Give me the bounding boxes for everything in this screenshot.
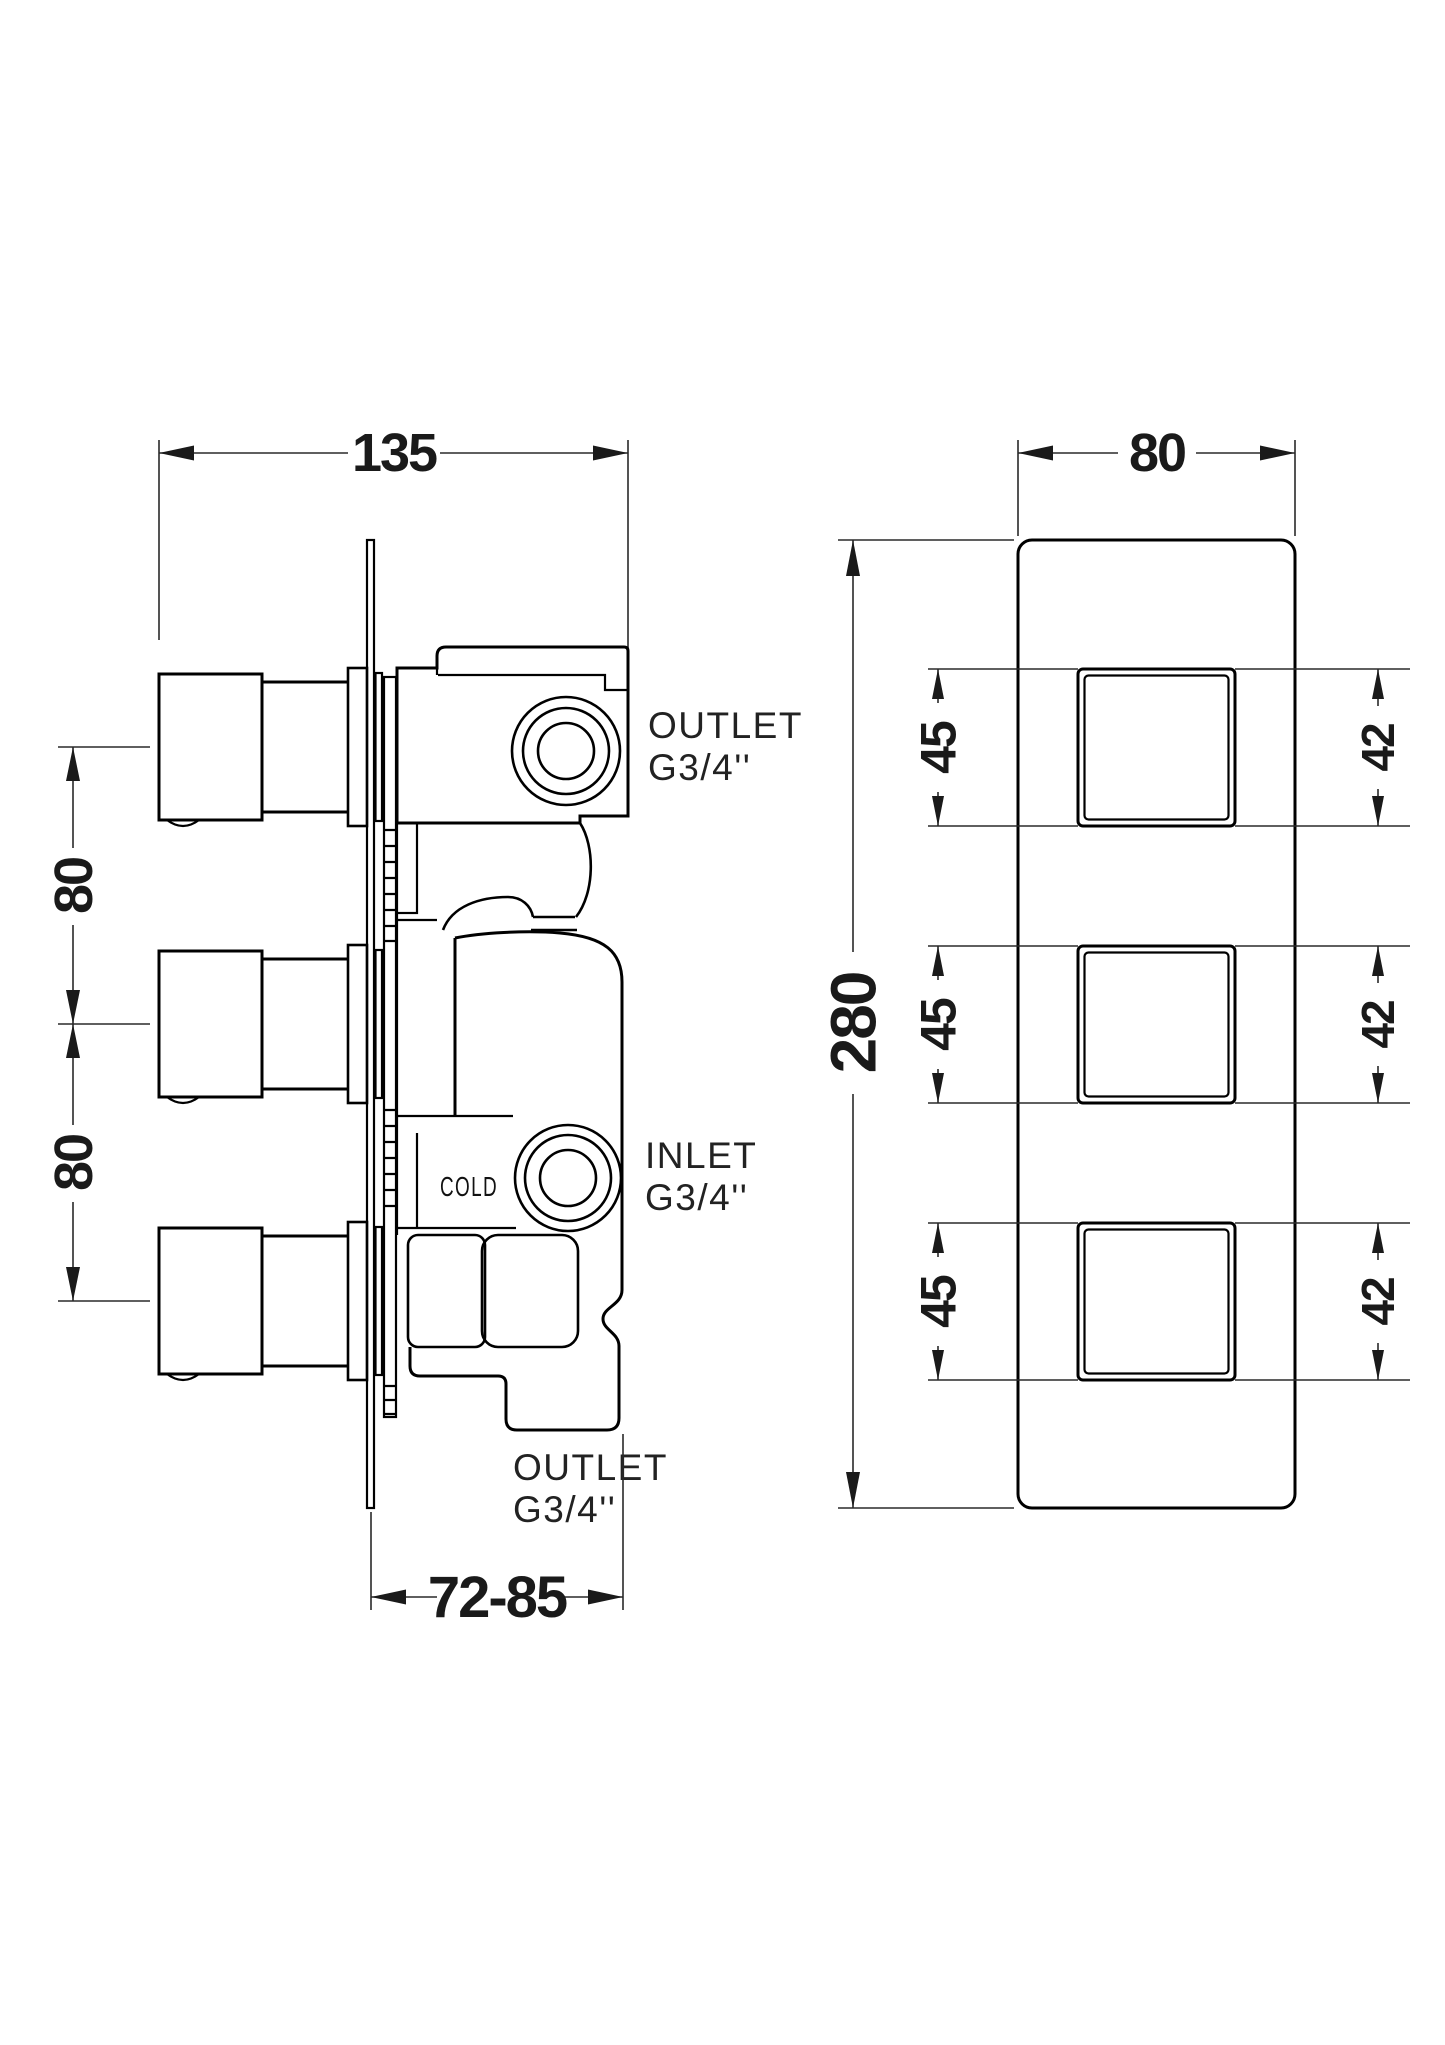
handle-2-flange (346, 943, 369, 1105)
front-view: 80 45 45 45 (817, 423, 1410, 1510)
cartridge-housing-right (480, 1233, 580, 1349)
threaded-rod-ridges (384, 828, 396, 1416)
inlet-port (513, 1123, 623, 1233)
square-handle-2-inner (1083, 951, 1230, 1098)
body-dome-neck (441, 895, 577, 932)
upper-body-step-lines (435, 668, 628, 692)
dim-135-extension-lines (158, 440, 629, 652)
square-handle-2 (1076, 944, 1237, 1105)
handle-1-detail-arc (166, 819, 200, 828)
dim-80-panel-extension-lines (1017, 440, 1296, 536)
dim-280-arrow-bottom (846, 1472, 860, 1508)
inlet-block-lines (397, 1114, 516, 1230)
dim-72-85-label: 72-85 (428, 1565, 567, 1630)
face-plate (1016, 538, 1297, 1510)
square-handle-2-outer (1076, 944, 1237, 1105)
body-right-bulge (574, 822, 593, 918)
mid-lower-body-outline (408, 930, 624, 1432)
dim-280-extension-lines (838, 539, 1014, 1509)
outlet-port-top (510, 695, 622, 807)
threaded-rod (382, 675, 398, 1419)
dim-72-85-arrow-right (588, 1589, 623, 1605)
handle-1-flange (346, 666, 369, 828)
dim-135-label: 135 (352, 423, 437, 483)
handle-2-stem (262, 957, 348, 1091)
dim-135: 135 (158, 423, 629, 652)
dim-80-arrow-top (66, 747, 80, 781)
outlet-top-circle-inner (536, 721, 596, 781)
square-handle-1 (1076, 667, 1237, 828)
handle-2 (157, 949, 264, 1099)
dim-42-label-3: 42 (1352, 1278, 1404, 1326)
dim-45-extension-lines (928, 668, 1078, 1381)
dim-80-panel-label: 80 (1129, 423, 1185, 483)
dim-45-label-2: 45 (911, 998, 967, 1051)
outlet-top-label-line1: OUTLET (648, 705, 803, 746)
square-handle-3-outer (1076, 1221, 1237, 1382)
square-handle-1-inner (1083, 674, 1230, 821)
dim-80-arrow-mid-lower (66, 1024, 80, 1058)
handle-3 (157, 1226, 264, 1376)
dim-280: 280 (817, 539, 1014, 1509)
port-labels: OUTLET G3/4'' INLET G3/4'' OUTLET G3/4'' (513, 705, 803, 1530)
outlet-top-circle-outer (510, 695, 622, 807)
inlet-circle-inner (538, 1148, 598, 1208)
body-column (395, 821, 419, 915)
dim-80-panel-arrow-right (1260, 445, 1295, 461)
square-handle-3 (1076, 1221, 1237, 1382)
outlet-top-circle-mid (521, 706, 611, 796)
handle-1 (157, 672, 264, 822)
dim-42-label-1: 42 (1352, 724, 1404, 772)
dim-42-extension-lines (1235, 668, 1410, 1381)
dim-42-label-2: 42 (1352, 1001, 1404, 1049)
inlet-label-line2: G3/4'' (645, 1177, 748, 1218)
dim-80-left-extension-lines (58, 746, 150, 1302)
handle-2-detail-arc (166, 1096, 200, 1105)
dim-280-label: 280 (817, 973, 889, 1074)
dim-72-85-arrow-left (371, 1589, 406, 1605)
dim-45-group: 45 45 45 (911, 669, 967, 1380)
outlet-bottom-label-line2: G3/4'' (513, 1489, 616, 1530)
dim-80-left-label-2: 80 (44, 1135, 104, 1191)
square-handle-1-outer (1076, 667, 1237, 828)
dim-135-arrow-left (159, 445, 194, 461)
handle-2-spacer (374, 948, 384, 1100)
outlet-bottom-label-line1: OUTLET (513, 1447, 668, 1488)
outlet-top-label-line2: G3/4'' (648, 747, 751, 788)
dim-45-label-1: 45 (911, 721, 967, 774)
handle-row-1 (157, 666, 384, 828)
cold-marking: COLD (440, 1171, 498, 1202)
dim-280-arrow-top (846, 540, 860, 576)
dim-42-group: 42 42 42 (1352, 669, 1404, 1380)
handle-row-3 (157, 1220, 384, 1382)
dim-135-arrow-right (593, 445, 628, 461)
inlet-circle-outer (513, 1123, 623, 1233)
dim-45-label-3: 45 (911, 1275, 967, 1328)
handle-1-stem (262, 680, 348, 814)
dim-80-arrow-mid-upper (66, 990, 80, 1024)
side-view: 135 (44, 423, 803, 1630)
dim-80-left-label-1: 80 (44, 858, 104, 914)
dim-80-left: 80 80 (44, 746, 150, 1302)
handle-row-2 (157, 943, 384, 1105)
square-handle-3-inner (1083, 1228, 1230, 1375)
inlet-label-line1: INLET (645, 1135, 757, 1176)
handle-1-spacer (374, 671, 384, 823)
dim-72-85-extension-lines (370, 1434, 624, 1610)
dim-72-85: 72-85 (370, 1434, 624, 1630)
handle-3-spacer (374, 1225, 384, 1377)
cartridge-housing-left (406, 1233, 487, 1349)
dim-80-arrow-bottom (66, 1267, 80, 1301)
threaded-rod-body (382, 675, 398, 1419)
dim-80-panel: 80 (1017, 423, 1296, 536)
handle-3-detail-arc (166, 1373, 200, 1382)
handle-3-stem (262, 1234, 348, 1368)
dim-80-panel-arrow-left (1018, 445, 1053, 461)
inlet-circle-mid (523, 1133, 613, 1223)
upper-body-block (395, 645, 630, 825)
valve-body: COLD (395, 645, 630, 1432)
handle-3-flange (346, 1220, 369, 1382)
